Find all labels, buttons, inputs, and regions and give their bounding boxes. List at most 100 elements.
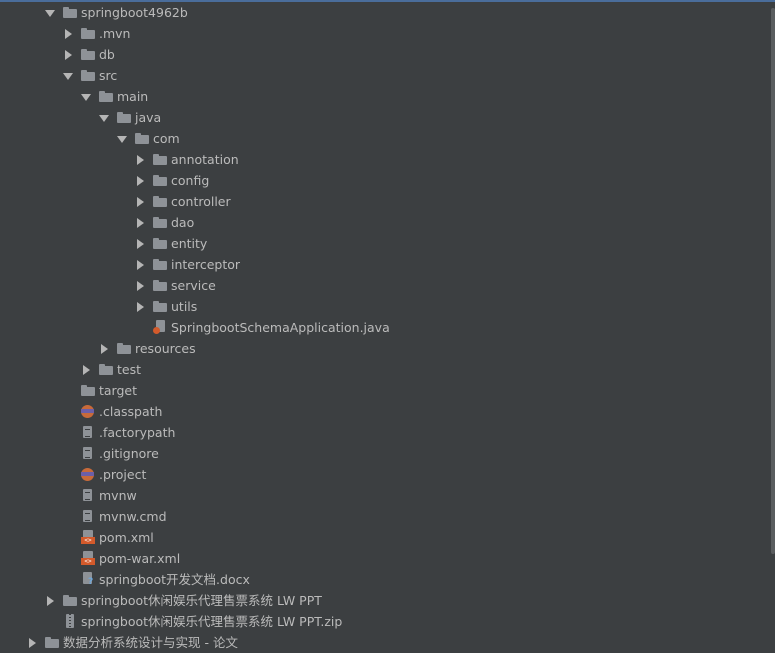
folder-icon	[134, 128, 150, 149]
tree-item[interactable]: mvnw	[0, 485, 770, 506]
tree-item-label: .project	[99, 467, 147, 482]
eclipse-file-icon	[80, 401, 96, 422]
tree-item[interactable]: target	[0, 380, 770, 401]
xml-file-icon	[80, 527, 96, 548]
tree-item[interactable]: main	[0, 86, 770, 107]
tree-item[interactable]: springboot休闲娱乐代理售票系统 LW PPT.zip	[0, 611, 770, 632]
tree-item-label: springboot休闲娱乐代理售票系统 LW PPT.zip	[81, 614, 343, 629]
chevron-right-icon[interactable]	[63, 44, 73, 65]
folder-icon	[152, 254, 168, 275]
tree-item-label: main	[117, 89, 149, 104]
chevron-right-icon[interactable]	[135, 233, 145, 254]
chevron-down-icon[interactable]	[63, 65, 73, 86]
file-icon	[80, 422, 96, 443]
folder-icon	[152, 170, 168, 191]
tree-item-label: springboot4962b	[81, 5, 188, 20]
tree-item-label: config	[171, 173, 210, 188]
tree-item-label: controller	[171, 194, 231, 209]
tree-item[interactable]: .project	[0, 464, 770, 485]
tree-item[interactable]: 数据分析系统设计与实现 - 论文	[0, 632, 770, 653]
tree-item[interactable]: entity	[0, 233, 770, 254]
tree-item[interactable]: db	[0, 44, 770, 65]
vertical-scrollbar[interactable]	[771, 8, 775, 554]
eclipse-file-icon	[80, 464, 96, 485]
tree-item[interactable]: springboot4962b	[0, 2, 770, 23]
focus-indicator-line	[0, 0, 775, 2]
tree-item-label: resources	[135, 341, 196, 356]
tree-item[interactable]: src	[0, 65, 770, 86]
tree-item-label: .gitignore	[99, 446, 159, 461]
chevron-down-icon[interactable]	[99, 107, 109, 128]
folder-icon	[152, 149, 168, 170]
folder-icon	[152, 191, 168, 212]
chevron-right-icon[interactable]	[45, 590, 55, 611]
tree-item-label: annotation	[171, 152, 239, 167]
tree-item[interactable]: service	[0, 275, 770, 296]
folder-icon	[80, 44, 96, 65]
folder-icon	[152, 212, 168, 233]
tree-item[interactable]: test	[0, 359, 770, 380]
tree-item[interactable]: springboot休闲娱乐代理售票系统 LW PPT	[0, 590, 770, 611]
chevron-down-icon[interactable]	[117, 128, 127, 149]
tree-item[interactable]: interceptor	[0, 254, 770, 275]
file-icon	[80, 506, 96, 527]
tree-item[interactable]: mvnw.cmd	[0, 506, 770, 527]
tree-item-label: target	[99, 383, 138, 398]
tree-item-label: db	[99, 47, 115, 62]
chevron-right-icon[interactable]	[135, 275, 145, 296]
tree-item[interactable]: SpringbootSchemaApplication.java	[0, 317, 770, 338]
tree-item-label: SpringbootSchemaApplication.java	[171, 320, 390, 335]
file-icon	[80, 443, 96, 464]
folder-icon	[152, 296, 168, 317]
tree-item-label: mvnw	[99, 488, 137, 503]
tree-item[interactable]: pom.xml	[0, 527, 770, 548]
folder-icon	[98, 359, 114, 380]
tree-item-label: service	[171, 278, 216, 293]
chevron-right-icon[interactable]	[135, 170, 145, 191]
folder-icon	[152, 233, 168, 254]
tree-item-label: dao	[171, 215, 195, 230]
chevron-right-icon[interactable]	[135, 212, 145, 233]
chevron-right-icon[interactable]	[63, 23, 73, 44]
tree-item[interactable]: dao	[0, 212, 770, 233]
tree-item[interactable]: utils	[0, 296, 770, 317]
chevron-down-icon[interactable]	[81, 86, 91, 107]
tree-item[interactable]: .classpath	[0, 401, 770, 422]
chevron-right-icon[interactable]	[99, 338, 109, 359]
chevron-right-icon[interactable]	[135, 191, 145, 212]
chevron-right-icon[interactable]	[135, 254, 145, 275]
folder-icon	[62, 2, 78, 23]
tree-item-label: pom.xml	[99, 530, 154, 545]
folder-icon	[80, 65, 96, 86]
chevron-down-icon[interactable]	[45, 2, 55, 23]
tree-item[interactable]: springboot开发文档.docx	[0, 569, 770, 590]
tree-item-label: .mvn	[99, 26, 131, 41]
tree-item-label: com	[153, 131, 180, 146]
tree-item[interactable]: pom-war.xml	[0, 548, 770, 569]
tree-item[interactable]: .mvn	[0, 23, 770, 44]
tree-item[interactable]: config	[0, 170, 770, 191]
tree-item[interactable]: annotation	[0, 149, 770, 170]
tree-item-label: interceptor	[171, 257, 241, 272]
tree-item-label: mvnw.cmd	[99, 509, 167, 524]
xml-file-icon	[80, 548, 96, 569]
tree-item[interactable]: com	[0, 128, 770, 149]
tree-item-label: .factorypath	[99, 425, 176, 440]
tree-item[interactable]: .gitignore	[0, 443, 770, 464]
chevron-right-icon[interactable]	[27, 632, 37, 653]
tree-item[interactable]: controller	[0, 191, 770, 212]
tree-item[interactable]: java	[0, 107, 770, 128]
java-file-icon	[152, 317, 168, 338]
tree-item[interactable]: resources	[0, 338, 770, 359]
chevron-right-icon[interactable]	[81, 359, 91, 380]
chevron-right-icon[interactable]	[135, 149, 145, 170]
tree-item-label: pom-war.xml	[99, 551, 181, 566]
tree-item-label: test	[117, 362, 142, 377]
tree-item-label: entity	[171, 236, 208, 251]
chevron-right-icon[interactable]	[135, 296, 145, 317]
tree-item[interactable]: .factorypath	[0, 422, 770, 443]
tree-item-label: .classpath	[99, 404, 163, 419]
docx-file-icon	[80, 569, 96, 590]
tree-item-label: java	[135, 110, 162, 125]
